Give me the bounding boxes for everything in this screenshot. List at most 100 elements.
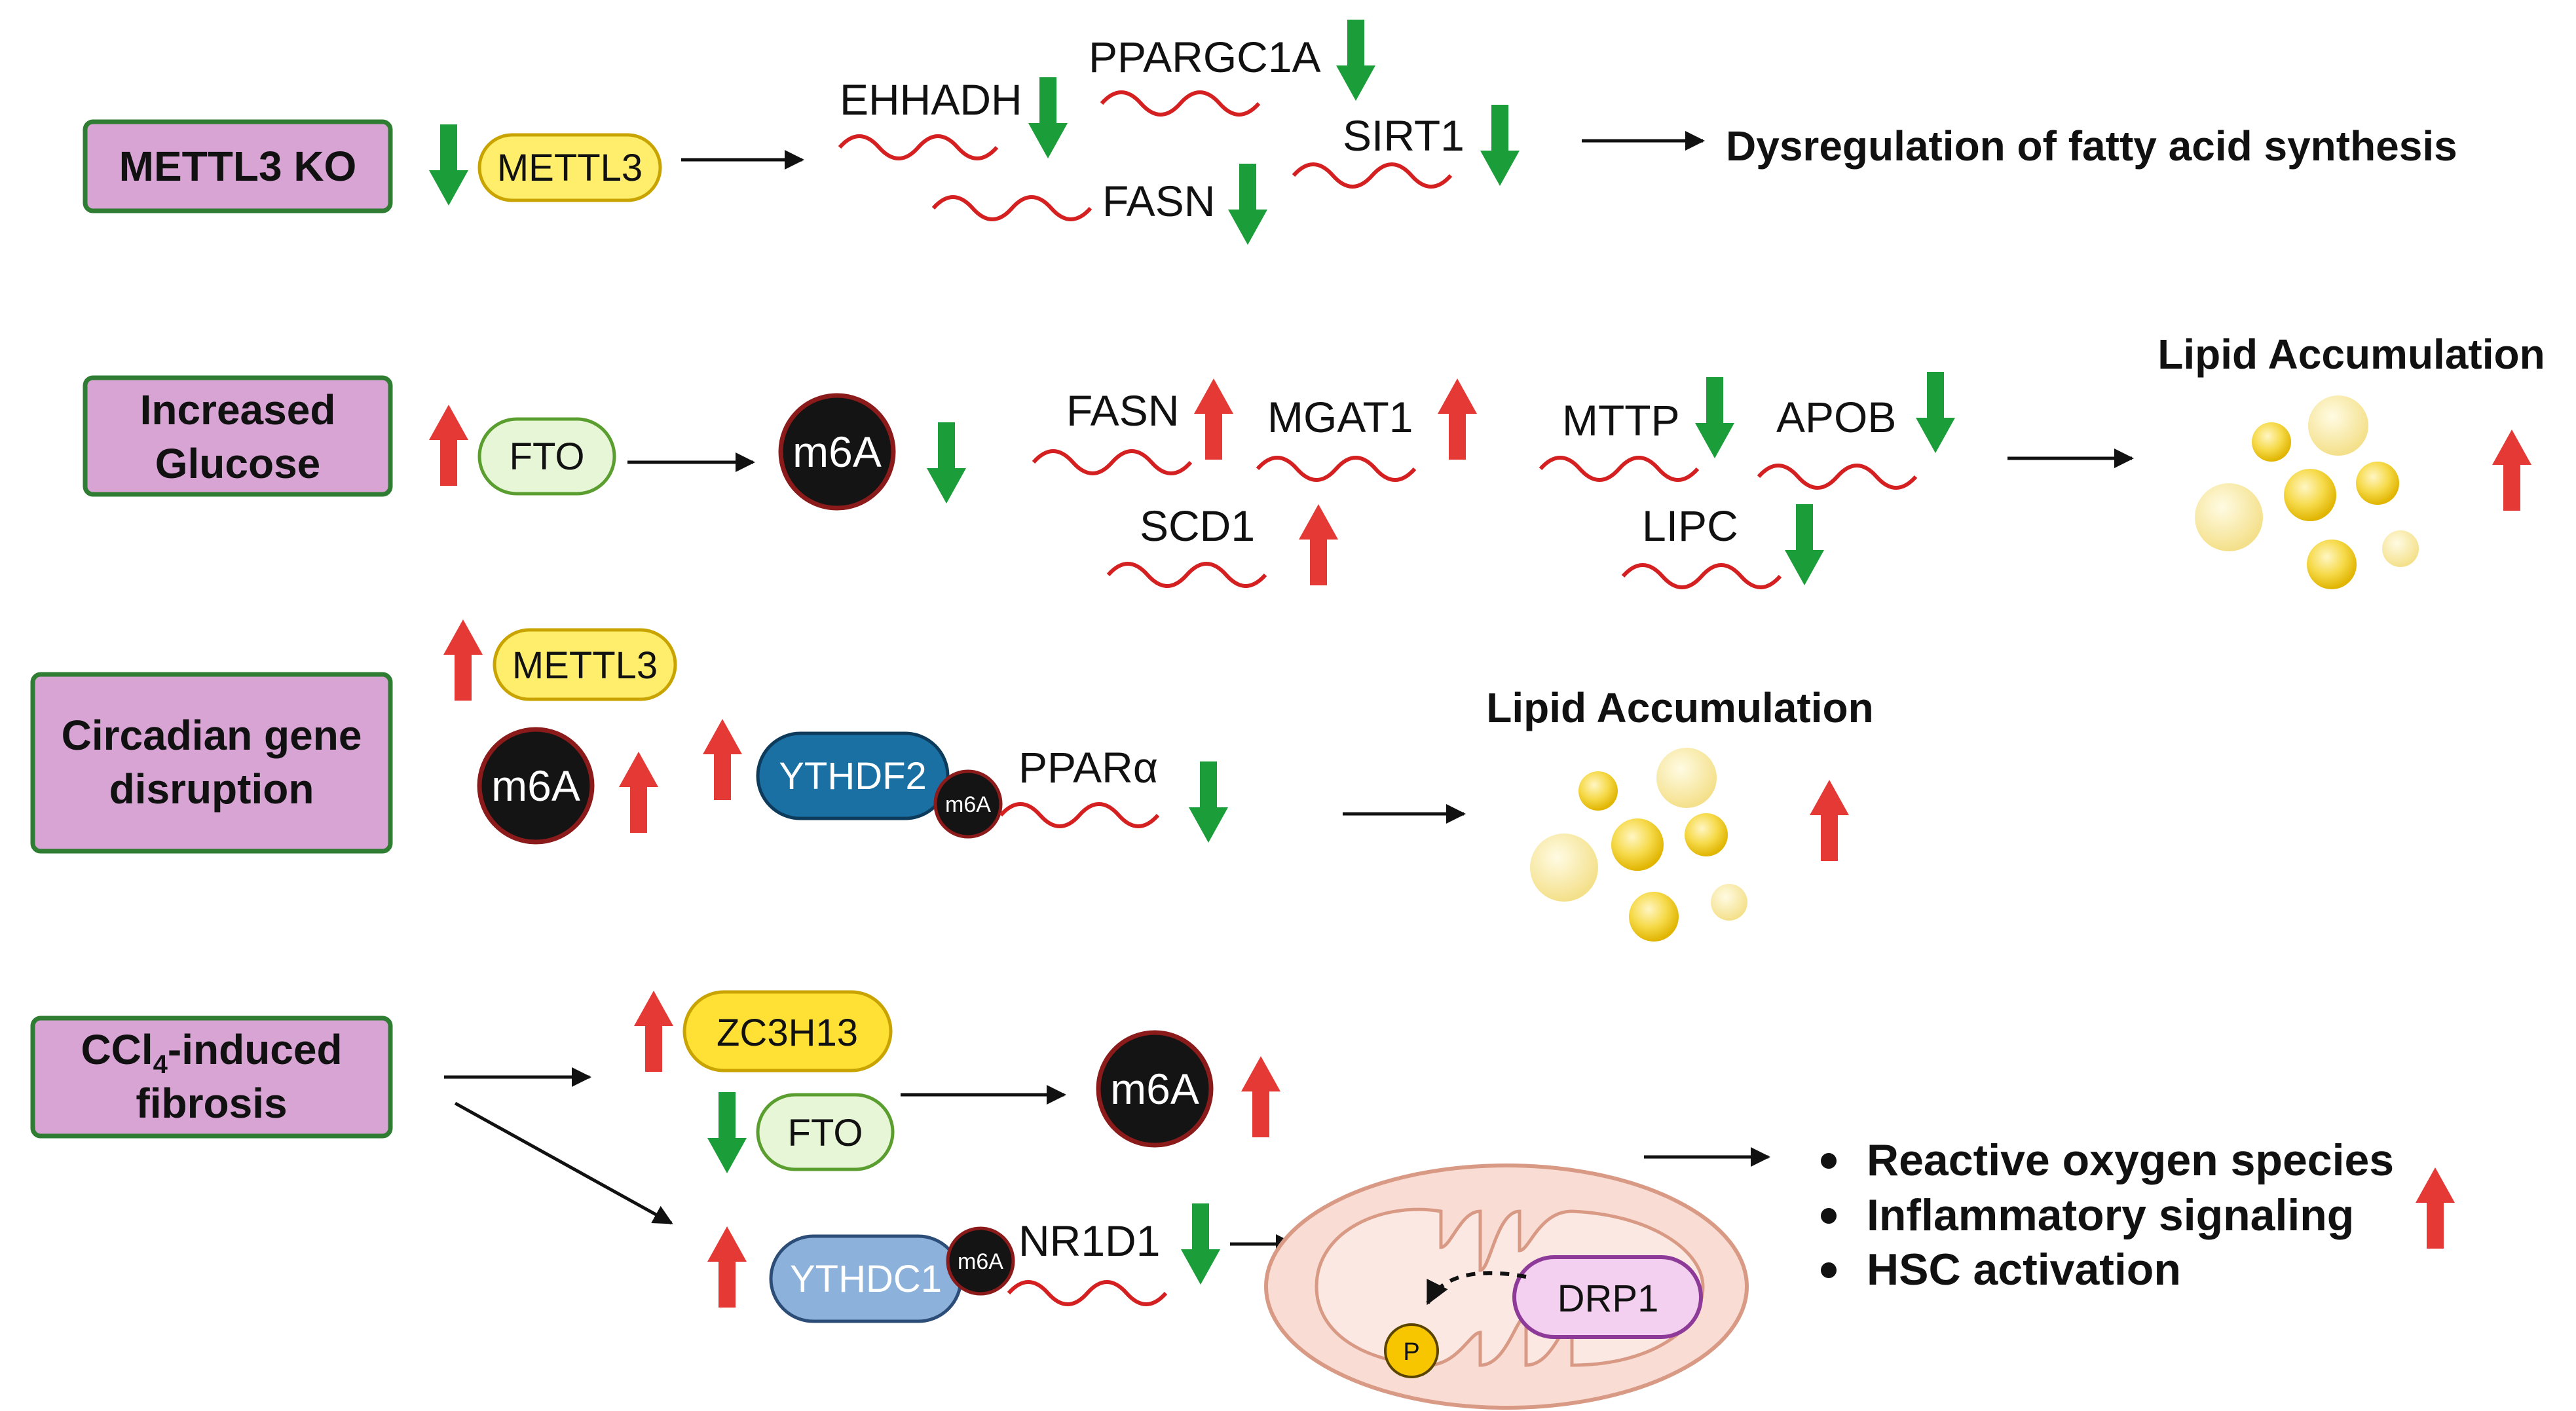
gene-nr1d1: NR1D1 xyxy=(1018,1217,1160,1265)
phosphorylation-arrow xyxy=(1426,1271,1527,1306)
gene-fasn: FASN xyxy=(1102,177,1215,225)
row-ccl4-fibrosis: CCl4-induced fibrosis ZC3H13 FTO m6A YTH… xyxy=(30,990,2455,1410)
condition-label-line2: disruption xyxy=(109,765,314,813)
up-arrow-icon xyxy=(429,405,468,486)
drp1-pill xyxy=(1512,1255,1703,1339)
gene-ppargc1a: PPARGC1A xyxy=(1089,33,1321,81)
up-arrow-icon xyxy=(1810,780,1849,861)
outcome-ros: Reactive oxygen species xyxy=(1867,1135,2394,1185)
down-arrow-icon xyxy=(1228,164,1267,245)
down-arrow-icon xyxy=(1785,504,1824,585)
down-arrow-icon xyxy=(429,124,468,206)
outcome-label: Dysregulation of fatty acid synthesis xyxy=(1726,122,2457,170)
gene-fasn: FASN xyxy=(1066,386,1179,435)
down-arrow-icon xyxy=(1695,377,1734,458)
fto-pill xyxy=(477,417,616,496)
mrna-wave xyxy=(1001,804,1158,826)
bullet-dot xyxy=(1821,1262,1837,1278)
mrna-wave xyxy=(1009,1282,1166,1304)
condition-label-line1: Circadian gene xyxy=(62,712,362,759)
outcome-label: Lipid Accumulation xyxy=(1486,684,1873,731)
lipid-droplets xyxy=(2195,395,2419,589)
lipid-droplets xyxy=(1530,748,1747,942)
gene-apob: APOB xyxy=(1776,393,1896,441)
zc3h13-label: ZC3H13 xyxy=(717,1012,858,1054)
up-arrow-icon xyxy=(703,719,742,800)
up-arrow-icon xyxy=(1194,378,1233,460)
condition-box-glucose xyxy=(83,375,393,497)
m6a-circle xyxy=(1096,1030,1214,1148)
ccl-text: CCl xyxy=(81,1026,153,1073)
condition-label: METTL3 KO xyxy=(119,143,357,190)
mettl3-pill xyxy=(493,628,677,701)
gene-mgat1: MGAT1 xyxy=(1267,393,1413,441)
ythdf2-pill xyxy=(756,731,950,820)
arrow-connector xyxy=(454,1101,673,1225)
up-arrow-icon xyxy=(443,619,483,701)
down-arrow-icon xyxy=(927,422,966,504)
down-arrow-icon xyxy=(1336,20,1375,101)
outcome-label: Lipid Accumulation xyxy=(2157,331,2545,378)
ythdf2-label: YTHDF2 xyxy=(779,755,927,797)
outcome-hsc: HSC activation xyxy=(1867,1245,2181,1294)
gene-mttp: MTTP xyxy=(1562,396,1680,445)
bullet-dot xyxy=(1821,1208,1837,1224)
gene-ppara: PPARα xyxy=(1018,743,1158,792)
gene-scd1: SCD1 xyxy=(1140,502,1255,550)
up-arrow-icon xyxy=(2492,430,2531,511)
m6a-label: m6A xyxy=(491,761,580,810)
up-arrow-icon xyxy=(1241,1056,1280,1137)
m6a-label: m6A xyxy=(1110,1065,1199,1113)
down-arrow-icon xyxy=(707,1092,747,1173)
m6a-mark-small-label: m6A xyxy=(958,1249,1003,1274)
fto-pill xyxy=(756,1093,895,1171)
mrna-wave xyxy=(933,197,1091,219)
mrna-wave xyxy=(1108,564,1265,586)
row-mettl3-ko: METTL3 KO METTL3 EHHADH PPARGC1A SIRT1 F… xyxy=(83,20,2457,245)
condition-box-fibrosis xyxy=(30,1016,393,1139)
up-arrow-icon xyxy=(2416,1167,2455,1249)
gene-ehhadh: EHHADH xyxy=(840,75,1022,124)
down-arrow-icon xyxy=(1916,372,1955,453)
m6a-circle xyxy=(778,393,896,511)
m6a-label: m6A xyxy=(793,428,882,476)
ccl-subscript: 4 xyxy=(153,1050,168,1079)
bullet-dot xyxy=(1821,1153,1837,1169)
fto-label: FTO xyxy=(788,1112,863,1154)
mrna-wave xyxy=(1294,164,1451,187)
gene-sirt1: SIRT1 xyxy=(1343,111,1465,160)
m6a-circle xyxy=(477,727,595,845)
phospho-circle-icon xyxy=(1384,1323,1439,1378)
mrna-wave xyxy=(1623,565,1780,587)
zc3h13-pill xyxy=(682,990,893,1072)
up-arrow-icon xyxy=(634,991,673,1072)
m6a-mark-small xyxy=(946,1226,1015,1296)
up-arrow-icon xyxy=(707,1226,747,1308)
up-arrow-icon xyxy=(1438,378,1477,460)
fto-label: FTO xyxy=(510,435,585,478)
induced-text: -induced xyxy=(168,1026,343,1073)
mettl3-label: METTL3 xyxy=(512,644,658,687)
gene-lipc: LIPC xyxy=(1642,502,1738,550)
condition-box-mettl3-ko xyxy=(83,119,393,213)
down-arrow-icon xyxy=(1181,1203,1220,1285)
condition-label-line1: CCl4-induced xyxy=(81,1026,342,1079)
phospho-label: P xyxy=(1403,1338,1419,1366)
drp1-label: DRP1 xyxy=(1558,1277,1659,1320)
down-arrow-icon xyxy=(1189,761,1228,843)
row-circadian-disruption: Circadian gene disruption METTL3 m6A YTH… xyxy=(30,619,1874,942)
mrna-wave xyxy=(1258,458,1415,480)
ythdc1-label: YTHDC1 xyxy=(790,1258,942,1300)
mrna-wave xyxy=(1540,458,1698,480)
up-arrow-icon xyxy=(1299,504,1338,585)
mrna-wave xyxy=(1759,466,1916,488)
outcome-inflammatory: Inflammatory signaling xyxy=(1867,1190,2354,1240)
mrna-wave xyxy=(840,136,997,158)
up-arrow-icon xyxy=(619,752,658,833)
mrna-wave xyxy=(1034,451,1191,473)
down-arrow-icon xyxy=(1480,105,1520,186)
m6a-mark-small xyxy=(933,769,1003,839)
condition-label-line2: Glucose xyxy=(155,440,321,487)
mrna-wave xyxy=(1102,92,1259,115)
